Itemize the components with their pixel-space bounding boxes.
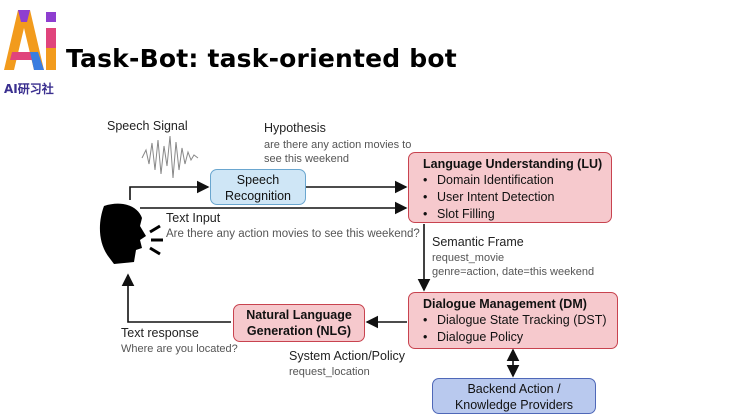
hypothesis-label: Hypothesis — [264, 121, 326, 135]
speech-recognition-line1: Speech — [236, 173, 280, 187]
system-action-label: System Action/Policy — [289, 349, 406, 363]
ai-yanxishe-logo-icon — [4, 10, 56, 70]
dm-title: Dialogue Management (DM) — [423, 297, 587, 311]
speech-waveform-icon — [141, 135, 199, 179]
backend-knowledge-box: Backend Action / Knowledge Providers — [432, 378, 596, 414]
speaking-person-icon — [99, 203, 163, 264]
text-input-text: Are there any action movies to see this … — [166, 228, 420, 240]
arrow-person-to-asr — [129, 180, 210, 200]
lu-title: Language Understanding (LU) — [423, 157, 603, 171]
speech-recognition-box: Speech Recognition — [210, 169, 306, 205]
text-response-text: Where are you located? — [121, 343, 238, 355]
page-title: Task-Bot: task-oriented bot — [66, 44, 457, 73]
logo-text: AI研习社 — [4, 82, 54, 96]
text-input-label: Text Input — [166, 211, 221, 225]
arrow-nlg-to-person — [121, 273, 231, 323]
semantic-frame-line1: request_movie — [432, 252, 505, 264]
backend-line2: Knowledge Providers — [454, 398, 574, 412]
system-action-text: request_location — [289, 366, 370, 378]
hypothesis-text-line2: see this weekend — [264, 153, 349, 165]
dm-item: Dialogue State Tracking (DST) — [423, 312, 617, 329]
nlg-line2: Generation (NLG) — [246, 324, 352, 338]
nlg-box: Natural Language Generation (NLG) — [233, 304, 365, 342]
semantic-frame-line2: genre=action, date=this weekend — [432, 266, 595, 278]
lu-item: Domain Identification — [423, 172, 611, 189]
lu-item: User Intent Detection — [423, 189, 611, 206]
dialogue-management-box: Dialogue Management (DM) Dialogue State … — [408, 292, 618, 349]
language-understanding-box: Language Understanding (LU) Domain Ident… — [408, 152, 612, 223]
speech-recognition-line2: Recognition — [224, 189, 291, 203]
backend-line1: Backend Action / — [467, 382, 561, 396]
speech-signal-label: Speech Signal — [107, 119, 188, 133]
text-response-label: Text response — [121, 326, 199, 340]
hypothesis-text-line1: are there any action movies to — [264, 139, 412, 151]
lu-item: Slot Filling — [423, 206, 611, 223]
nlg-line1: Natural Language — [246, 308, 352, 322]
semantic-frame-label: Semantic Frame — [432, 235, 524, 249]
dm-item: Dialogue Policy — [423, 329, 617, 346]
